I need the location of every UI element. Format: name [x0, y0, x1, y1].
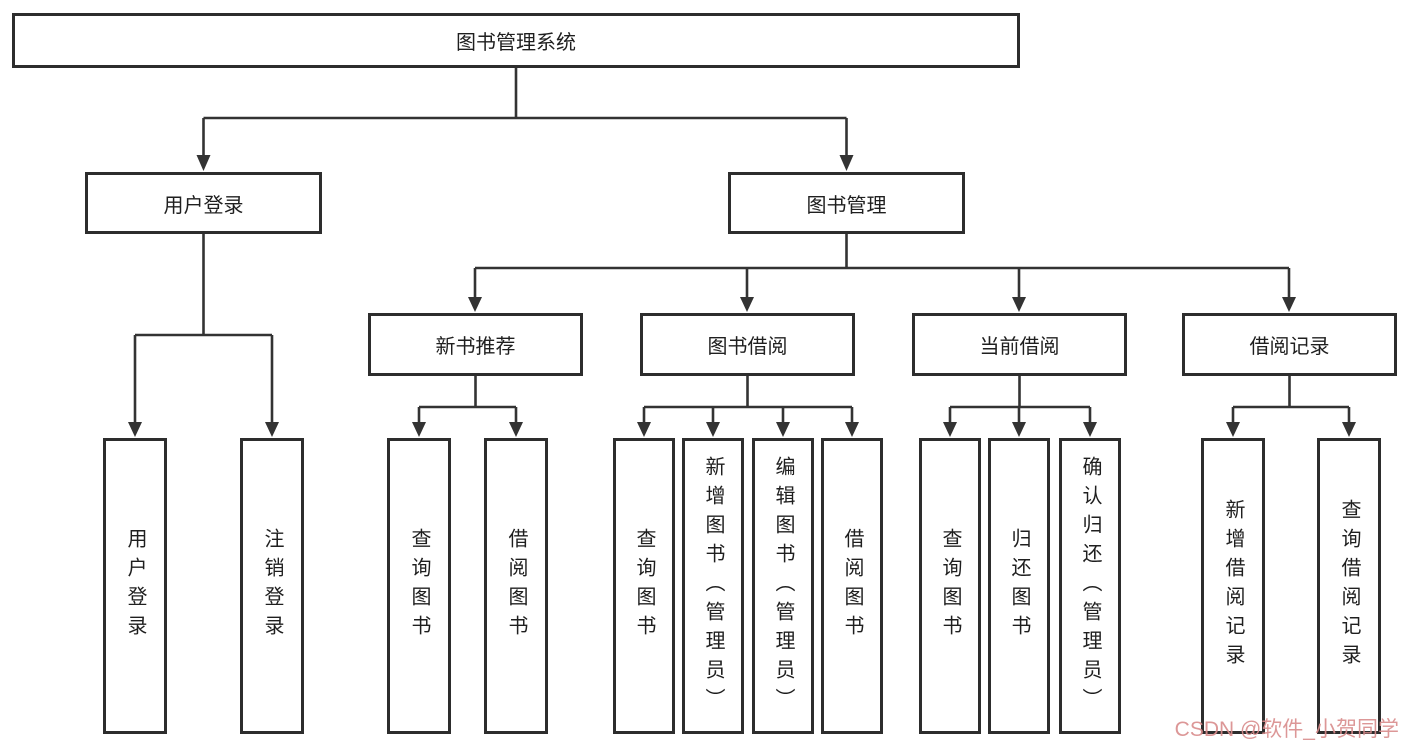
arrowheads: [128, 155, 1356, 437]
node-user-login-branch: 用户登录: [85, 172, 322, 234]
csdn-watermark: CSDN @软件_小贺同学: [1174, 718, 1399, 741]
node-borrowing-records: 借阅记录: [1182, 313, 1397, 376]
leaf-confirm-return-admin: 确认归还（管理员）: [1059, 438, 1121, 734]
leaf-add-borrow-record: 新增借阅记录: [1201, 438, 1265, 734]
node-new-book-recommendation: 新书推荐: [368, 313, 583, 376]
leaf-query-book-current: 查询图书: [919, 438, 981, 734]
leaf-user-login: 用户登录: [103, 438, 167, 734]
leaf-logout: 注销登录: [240, 438, 304, 734]
leaf-borrow-book: 借阅图书: [821, 438, 883, 734]
leaf-return-book: 归还图书: [988, 438, 1050, 734]
leaf-add-book-admin: 新增图书（管理员）: [682, 438, 744, 734]
node-root-library-system: 图书管理系统: [12, 13, 1020, 68]
node-current-borrowing: 当前借阅: [912, 313, 1127, 376]
node-book-borrowing: 图书借阅: [640, 313, 855, 376]
leaf-query-book-recommend: 查询图书: [387, 438, 451, 734]
leaf-borrow-book-recommend: 借阅图书: [484, 438, 548, 734]
leaf-edit-book-admin: 编辑图书（管理员）: [752, 438, 814, 734]
leaf-query-book-borrow: 查询图书: [613, 438, 675, 734]
leaf-query-borrow-record: 查询借阅记录: [1317, 438, 1381, 734]
node-book-management-branch: 图书管理: [728, 172, 965, 234]
